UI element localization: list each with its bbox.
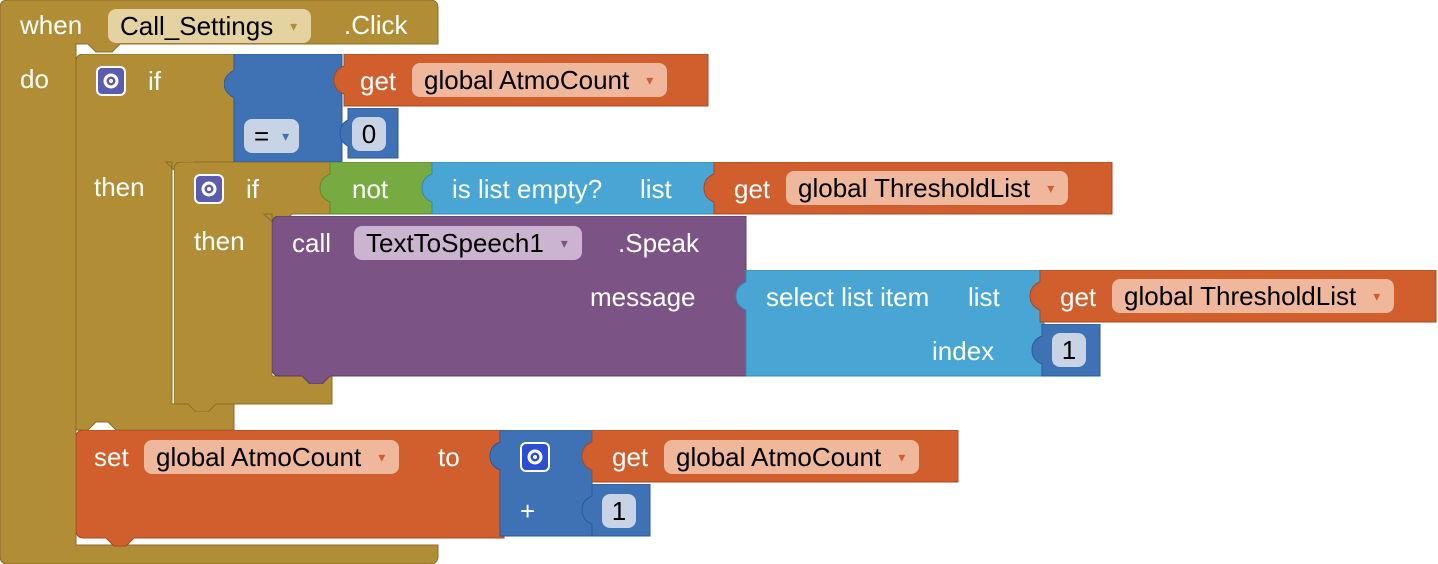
do-label: do <box>20 64 49 94</box>
compare-operator-dropdown[interactable]: = ▾ <box>244 119 300 153</box>
gear-glyph <box>201 181 217 197</box>
not-block-shape[interactable] <box>316 162 436 216</box>
chevron-down-icon: ▾ <box>1047 180 1055 196</box>
get-label: get <box>612 442 649 472</box>
get-label: get <box>360 66 397 96</box>
plus-label: + <box>520 496 536 526</box>
message-label: message <box>590 282 696 312</box>
chevron-down-icon: ▾ <box>290 18 298 34</box>
when-label: when <box>20 10 83 40</box>
variable-dropdown[interactable]: global AtmoCount ▾ <box>664 440 920 474</box>
index-value[interactable]: 1 <box>1052 333 1086 367</box>
chevron-down-icon: ▾ <box>560 235 568 251</box>
variable-name: global ThresholdList <box>1124 281 1357 311</box>
add-block-shape[interactable] <box>486 430 596 538</box>
chevron-down-icon: ▾ <box>646 72 654 88</box>
component-name: TextToSpeech1 <box>366 228 544 258</box>
outer-then-label: then <box>94 172 145 202</box>
not-label: not <box>352 174 389 204</box>
inner-then-label: then <box>194 226 245 256</box>
variable-dropdown[interactable]: global AtmoCount ▾ <box>412 63 668 97</box>
variable-dropdown[interactable]: global AtmoCount ▾ <box>144 440 400 474</box>
number-value[interactable]: 1 <box>602 494 636 528</box>
chevron-down-icon: ▾ <box>378 449 386 465</box>
compare-operator: = <box>254 121 270 151</box>
list-label: list <box>640 174 672 204</box>
outer-if-label: if <box>148 66 161 96</box>
set-label: set <box>94 442 129 472</box>
inner-if-block-shape[interactable] <box>174 162 336 412</box>
call-label: call <box>292 228 332 258</box>
number-value[interactable]: 0 <box>352 117 386 151</box>
gear-icon[interactable] <box>96 66 126 96</box>
is-list-empty-label: is list empty? <box>452 174 603 204</box>
chevron-down-icon: ▾ <box>1373 288 1381 304</box>
variable-name: global AtmoCount <box>156 442 362 472</box>
gear-glyph <box>103 73 119 89</box>
index-label: index <box>932 336 995 366</box>
component-dropdown[interactable]: Call_Settings ▾ <box>108 9 312 43</box>
variable-name: global AtmoCount <box>676 442 882 472</box>
component-dropdown[interactable]: TextToSpeech1 ▾ <box>354 226 582 260</box>
inner-if-label: if <box>246 174 259 204</box>
gear-icon[interactable] <box>520 442 550 472</box>
is-list-empty-block-shape[interactable] <box>418 162 718 216</box>
get-label: get <box>734 174 771 204</box>
list-label: list <box>968 282 1000 312</box>
to-label: to <box>438 442 460 472</box>
event-name: .Click <box>344 10 408 40</box>
component-name: Call_Settings <box>120 11 274 41</box>
gear-glyph <box>527 449 543 465</box>
variable-dropdown[interactable]: global ThresholdList ▾ <box>786 171 1069 205</box>
chevron-down-icon: ▾ <box>282 128 290 144</box>
get-label: get <box>1060 282 1097 312</box>
select-list-item-label: select list item <box>766 282 930 312</box>
variable-name: global ThresholdList <box>798 173 1031 203</box>
variable-dropdown[interactable]: global ThresholdList ▾ <box>1112 279 1395 313</box>
chevron-down-icon: ▾ <box>898 449 906 465</box>
variable-name: global AtmoCount <box>424 65 630 95</box>
select-list-item-block-shape[interactable] <box>732 270 1046 378</box>
method-name: .Speak <box>618 228 699 258</box>
gear-icon[interactable] <box>194 174 224 204</box>
